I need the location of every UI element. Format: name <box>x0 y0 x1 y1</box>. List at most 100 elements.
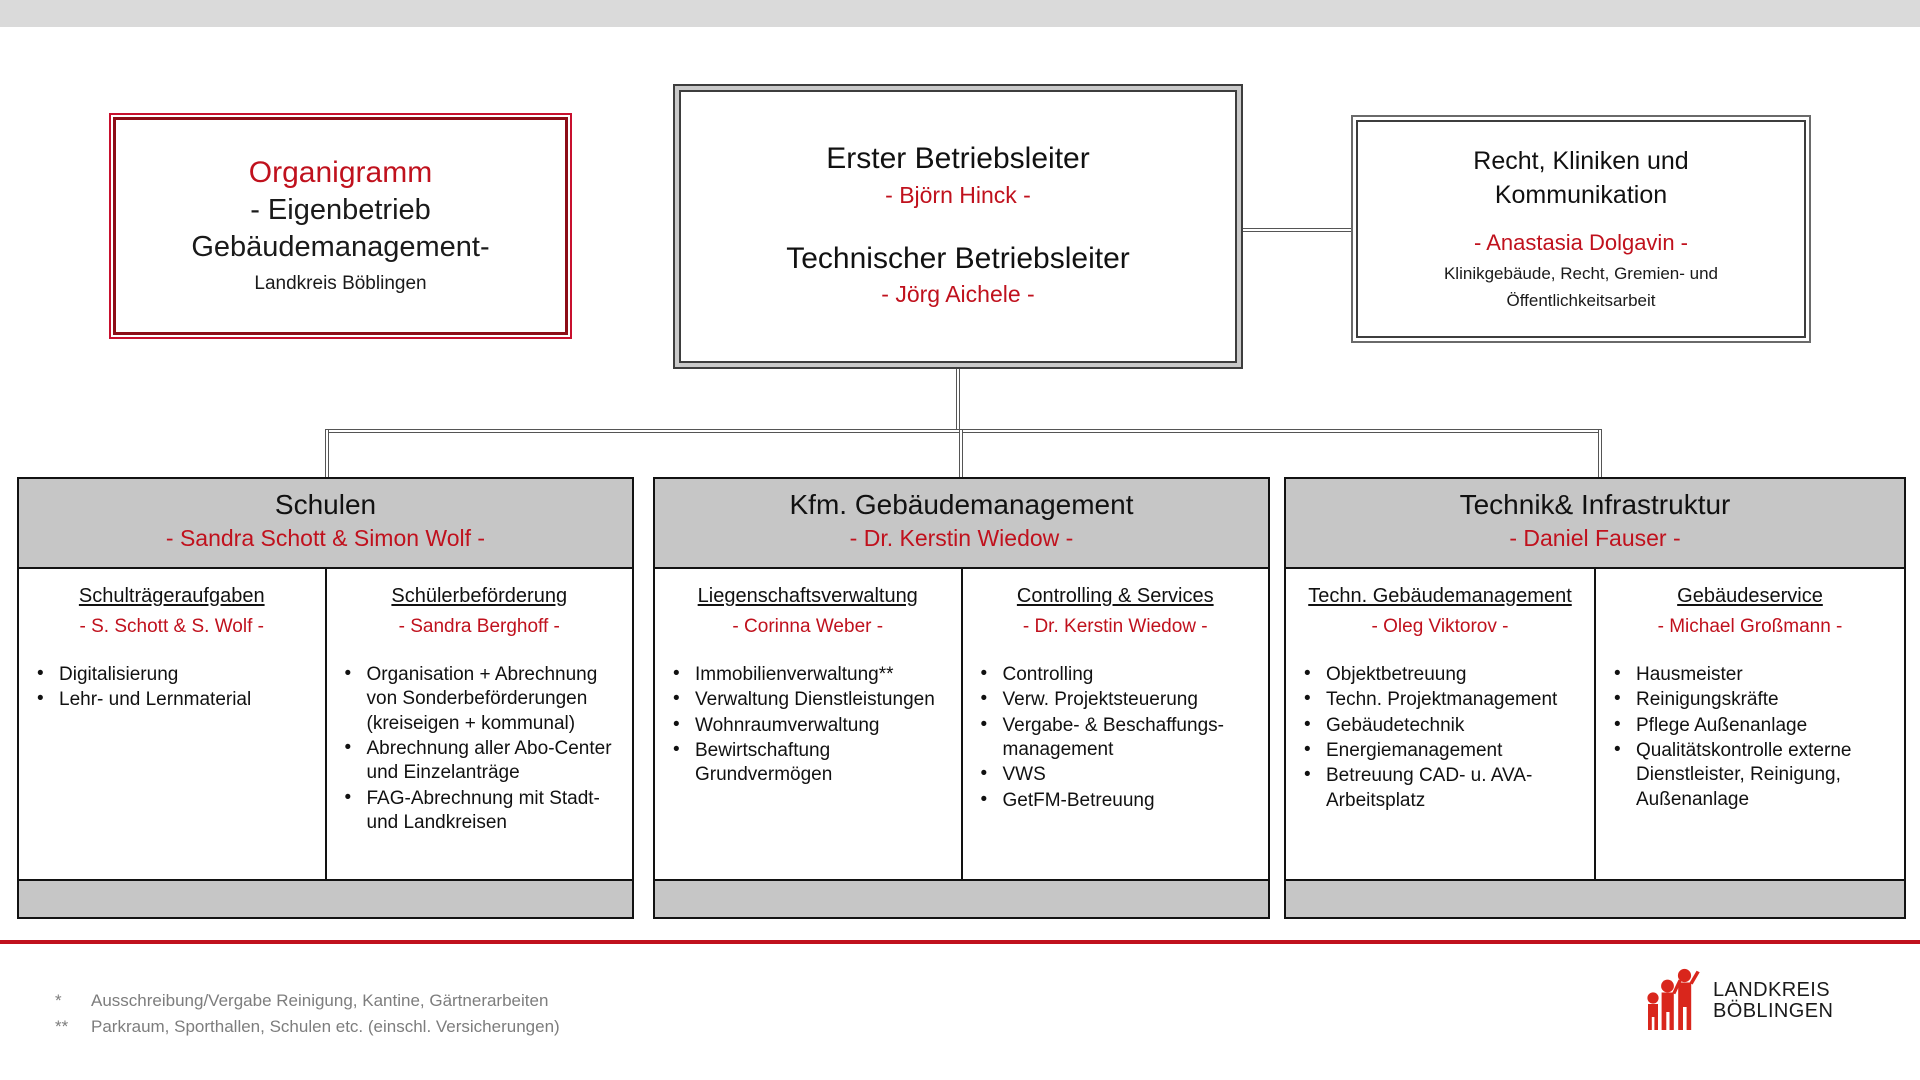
three-figures-icon <box>1643 967 1705 1036</box>
subunit-task-list: Hausmeister Reinigungskräfte Pflege Auße… <box>1608 662 1892 813</box>
list-item: Techn. Projektmanagement <box>1298 687 1582 712</box>
subunit-name: Controlling & Services <box>1016 584 1214 607</box>
list-item: Vergabe- & Beschaffungs-management <box>975 713 1257 763</box>
group-name: Technik& Infrastruktur <box>1459 489 1731 520</box>
subunit-task-list: Organisation + Abrechnung von Sonderbefö… <box>339 662 621 836</box>
list-item: Digitalisierung <box>31 662 313 687</box>
title-line-landkreis: Landkreis Böblingen <box>254 272 427 294</box>
list-item: Verwaltung Dienstleistungen <box>667 687 949 712</box>
staff-unit-description-line2: Öffentlichkeitsarbeit <box>1506 290 1656 310</box>
list-item: Organisation + Abrechnung von Sonderbefö… <box>339 662 621 736</box>
title-line-organigramm: Organigramm <box>248 155 433 189</box>
leadership-box: Erster Betriebsleiter - Björn Hinck - Te… <box>673 84 1243 369</box>
subunit-controlling-services: Controlling & Services - Dr. Kerstin Wie… <box>960 568 1269 879</box>
department-group-technik-infrastruktur: Technik& Infrastruktur - Daniel Fauser -… <box>1284 477 1906 919</box>
technical-operations-manager-role: Technischer Betriebsleiter <box>786 241 1130 275</box>
list-item: Abrechnung aller Abo-Center und Einzelan… <box>339 736 621 786</box>
footnote-text: Parkraum, Sporthallen, Schulen etc. (ein… <box>91 1017 560 1037</box>
group-footer-strip <box>1286 879 1904 917</box>
list-item: Hausmeister <box>1608 662 1892 687</box>
subunit-techn-gebaeudemanagement: Techn. Gebäudemanagement - Oleg Viktorov… <box>1286 569 1594 879</box>
subunit-lead: - Oleg Viktorov - <box>1371 615 1509 637</box>
group-footer-strip <box>655 879 1268 917</box>
list-item: Gebäudetechnik <box>1298 713 1582 738</box>
logo-wordmark-line1: LANDKREIS <box>1713 979 1830 1002</box>
subunit-lead: - Corinna Weber - <box>732 615 884 637</box>
group-header-schulen: Schulen - Sandra Schott & Simon Wolf - <box>19 479 632 569</box>
department-group-kfm-gebaeudemanagement: Kfm. Gebäudemanagement - Dr. Kerstin Wie… <box>653 477 1270 919</box>
footnote-text: Ausschreibung/Vergabe Reinigung, Kantine… <box>91 991 549 1010</box>
subunit-schultraegeraufgaben: Schulträgeraufgaben - S. Schott & S. Wol… <box>19 569 325 879</box>
connector-drop-schulen <box>325 429 329 479</box>
list-item: Reinigungskräfte <box>1608 687 1892 712</box>
landkreis-boeblingen-logo: LANDKREIS BÖBLINGEN <box>1643 965 1883 1037</box>
footnote-marker: ** <box>55 1017 69 1037</box>
list-item: VWS <box>975 762 1257 787</box>
subunit-gebaeudeservice: Gebäudeservice - Michael Großmann - Haus… <box>1594 568 1904 879</box>
group-columns: Liegenschaftsverwaltung - Corinna Weber … <box>655 568 1269 879</box>
subunit-name: Techn. Gebäudemanagement <box>1308 584 1572 607</box>
group-lead: - Dr. Kerstin Wiedow - <box>849 525 1074 552</box>
logo-wordmark-line2: BÖBLINGEN <box>1713 1000 1834 1022</box>
connector-distribution-bar <box>325 429 1602 433</box>
list-item: Objektbetreuung <box>1298 662 1582 687</box>
connector-leadership-to-staff-unit <box>1241 228 1353 232</box>
group-name: Schulen <box>274 489 377 520</box>
subunit-task-list: Digitalisierung Lehr- und Lernmaterial <box>31 662 313 714</box>
logo-wordmark: LANDKREIS BÖBLINGEN <box>1713 980 1833 1022</box>
staff-unit-description-line1: Klinikgebäude, Recht, Gremien- und <box>1443 263 1719 283</box>
connector-drop-technik <box>1598 429 1602 479</box>
list-item: Qualitätskontrolle externe Dienstleister… <box>1608 738 1892 812</box>
staff-unit-name-line2: Kommunikation <box>1494 180 1668 209</box>
subunit-lead: - Sandra Berghoff - <box>398 615 560 637</box>
subunit-name: Liegenschaftsverwaltung <box>697 584 918 607</box>
group-footer-strip <box>19 879 632 917</box>
group-header-kfm: Kfm. Gebäudemanagement - Dr. Kerstin Wie… <box>655 479 1268 569</box>
connector-leadership-down <box>956 367 960 431</box>
list-item: Immobilienverwaltung** <box>667 662 949 687</box>
staff-unit-name-line1: Recht, Kliniken und <box>1473 147 1689 176</box>
subunit-name: Gebäudeservice <box>1677 584 1823 607</box>
group-columns: Techn. Gebäudemanagement - Oleg Viktorov… <box>1286 568 1904 879</box>
group-lead: - Sandra Schott & Simon Wolf - <box>165 525 486 552</box>
footnote-marker: * <box>55 991 62 1010</box>
subunit-task-list: Controlling Verw. Projektsteuerung Verga… <box>975 662 1257 814</box>
list-item: Controlling <box>975 662 1257 687</box>
list-item: Wohnraumverwaltung <box>667 713 949 738</box>
subunit-lead: - Michael Großmann - <box>1657 615 1843 637</box>
list-item: Betreuung CAD- u. AVA-Arbeitsplatz <box>1298 763 1582 813</box>
footer-red-rule <box>0 940 1920 944</box>
list-item: GetFM-Betreuung <box>975 788 1257 813</box>
list-item: Verw. Projektsteuerung <box>975 687 1257 712</box>
group-name: Kfm. Gebäudemanagement <box>789 489 1134 520</box>
title-line-gebaeudemanagement: Gebäudemanagement- <box>191 231 490 264</box>
technical-operations-manager-name: - Jörg Aichele - <box>881 281 1035 307</box>
list-item: FAG-Abrechnung mit Stadt- und Landkreise… <box>339 786 621 836</box>
subunit-name: Schulträgeraufgaben <box>78 584 265 607</box>
first-operations-manager-name: - Björn Hinck - <box>885 181 1031 208</box>
list-item: Pflege Außenanlage <box>1608 713 1892 738</box>
subunit-name: Schülerbeförderung <box>391 584 568 607</box>
subunit-lead: - S. Schott & S. Wolf - <box>79 615 264 637</box>
footnote-single-asterisk: * Ausschreibung/Vergabe Reinigung, Kanti… <box>55 988 775 1014</box>
organigram-title-box: Organigramm - Eigenbetrieb Gebäudemanage… <box>109 113 572 339</box>
department-group-schulen: Schulen - Sandra Schott & Simon Wolf - S… <box>17 477 634 919</box>
group-lead: - Daniel Fauser - <box>1509 525 1681 552</box>
subunit-lead: - Dr. Kerstin Wiedow - <box>1022 615 1208 637</box>
subunit-task-list: Immobilienverwaltung** Verwaltung Dienst… <box>667 662 949 789</box>
subunit-schuelerbefoerderung: Schülerbeförderung - Sandra Berghoff - O… <box>324 568 633 879</box>
list-item: Energiemanagement <box>1298 738 1582 763</box>
list-item: Bewirtschaftung Grundvermögen <box>667 738 949 788</box>
first-operations-manager-role: Erster Betriebsleiter <box>826 142 1090 176</box>
subunit-liegenschaftsverwaltung: Liegenschaftsverwaltung - Corinna Weber … <box>655 569 961 879</box>
subunit-task-list: Objektbetreuung Techn. Projektmanagement… <box>1298 662 1582 814</box>
staff-unit-box-recht-kliniken-kommunikation: Recht, Kliniken und Kommunikation - Anas… <box>1351 115 1811 343</box>
footnote-double-asterisk: ** Parkraum, Sporthallen, Schulen etc. (… <box>55 1014 775 1040</box>
group-header-technik: Technik& Infrastruktur - Daniel Fauser - <box>1286 479 1904 569</box>
list-item: Lehr- und Lernmaterial <box>31 687 313 712</box>
footnotes-block: * Ausschreibung/Vergabe Reinigung, Kanti… <box>55 988 775 1041</box>
staff-unit-person: - Anastasia Dolgavin - <box>1474 229 1688 255</box>
title-line-eigenbetrieb: - Eigenbetrieb <box>250 193 431 226</box>
top-gray-band <box>0 0 1920 27</box>
